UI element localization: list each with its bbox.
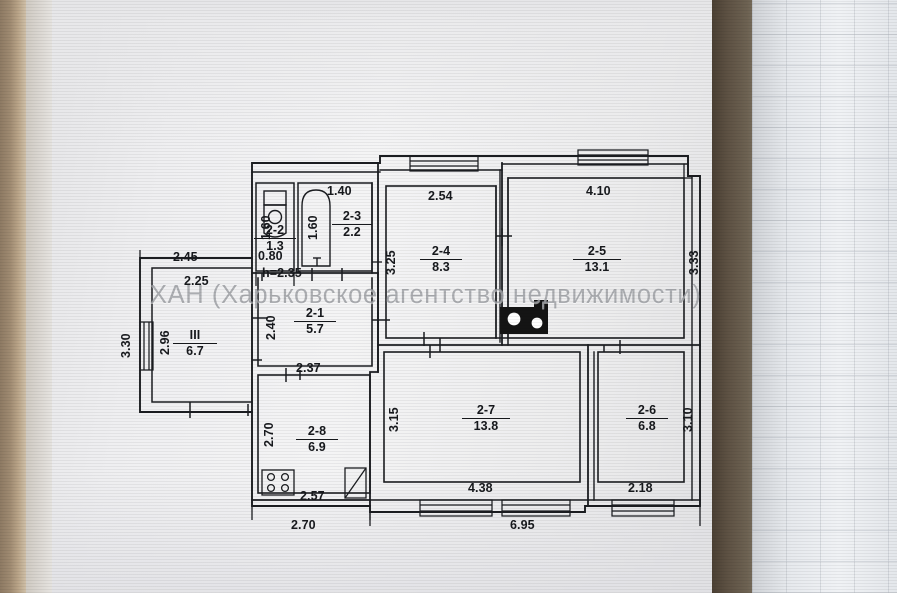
dimension-2-96: 2.96 — [158, 330, 172, 355]
room-number-2-4: 2-4 — [420, 244, 462, 261]
room-label-2-7: 2-7 13.8 — [462, 403, 510, 434]
room-label-2-4: 2-4 8.3 — [420, 244, 462, 275]
room-number-2-2: 2-2 — [254, 223, 296, 240]
room-label-2-8: 2-8 6.9 — [296, 424, 338, 455]
room-label-2-2: 2-2 1.3 — [254, 223, 296, 254]
paper-shading-top — [52, 0, 728, 150]
window-annexe-left — [139, 321, 154, 371]
room-label-2-5: 2-5 13.1 — [573, 244, 621, 275]
hall-walls — [257, 277, 373, 367]
dimension-4-10: 4.10 — [586, 184, 611, 198]
kitchen-stove-fixture — [261, 469, 295, 496]
room-area-2-6: 6.8 — [638, 419, 656, 434]
dimension-2-18: 2.18 — [628, 481, 653, 495]
dimension-2-54: 2.54 — [428, 189, 453, 203]
dimension-2-40: 2.40 — [264, 315, 278, 340]
room-number-2-6: 2-6 — [626, 403, 668, 420]
room-area-2-1: 5.7 — [306, 322, 324, 337]
wc-room — [255, 182, 295, 272]
room-area-2-8: 6.9 — [308, 440, 326, 455]
dimension-3-30: 3.30 — [119, 333, 133, 358]
kitchen-room — [257, 374, 371, 494]
room-area-III: 6.7 — [186, 344, 204, 359]
dimension-ticks — [139, 250, 701, 526]
dimension-2-37: 2.37 — [296, 361, 321, 375]
dimension-2-25: 2.25 — [184, 274, 209, 288]
dimension-3-33: 3.33 — [687, 250, 701, 275]
dimension-1-40: 1.40 — [327, 184, 352, 198]
door-swing — [344, 467, 367, 499]
window-bottom-2-7-a — [419, 499, 493, 517]
room-label-III: III 6.7 — [173, 328, 217, 359]
room-number-2-5: 2-5 — [573, 244, 621, 261]
right-notch-inner — [683, 163, 693, 179]
dimension-2-70-h: 2.70 — [291, 518, 316, 532]
grid-paper-sheet — [752, 0, 897, 593]
room-number-2-7: 2-7 — [462, 403, 510, 420]
dimension-3-15: 3.15 — [387, 407, 401, 432]
dimension-3-10: 3.10 — [681, 407, 695, 432]
room-area-2-2: 1.3 — [266, 239, 284, 254]
window-top-2-5 — [577, 149, 649, 166]
right-notch — [687, 155, 701, 177]
room-number-2-3: 2-3 — [332, 209, 372, 226]
paper-shading-bottom — [52, 470, 728, 593]
page-left-edge — [0, 0, 26, 593]
windows-group — [139, 149, 675, 517]
room-2-6 — [597, 351, 685, 483]
room-area-2-7: 13.8 — [473, 419, 499, 434]
annexe-inner — [151, 267, 253, 403]
room-number-2-8: 2-8 — [296, 424, 338, 441]
bathtub-fixture — [301, 189, 331, 267]
room-number-III: III — [173, 328, 217, 345]
agency-watermark: ХАН (Харьковское агентство недвижимости) — [150, 281, 702, 309]
door-openings-group — [189, 228, 621, 418]
dimension-4-38: 4.38 — [468, 481, 493, 495]
dimension-0-80: 0.80 — [258, 249, 283, 263]
window-bottom-2-7-b — [501, 499, 571, 517]
window-bottom-2-6 — [611, 499, 675, 517]
dimension-2-45: 2.45 — [173, 250, 198, 264]
toilet-fixture — [263, 190, 287, 238]
room-area-2-3: 2.2 — [343, 225, 361, 240]
dimension-6-95: 6.95 — [510, 518, 535, 532]
dimension-2-70-v: 2.70 — [262, 422, 276, 447]
room-label-2-3: 2-3 2.2 — [332, 209, 372, 240]
room-area-2-5: 13.1 — [584, 260, 610, 275]
dimension-3-25: 3.25 — [384, 250, 398, 275]
stove-heater-block — [500, 300, 548, 334]
spine-step — [495, 337, 509, 346]
room-label-2-6: 2-6 6.8 — [626, 403, 668, 434]
room-label-2-1: 2-1 5.7 — [294, 306, 336, 337]
dark-page-gap — [712, 0, 756, 593]
room-area-2-4: 8.3 — [432, 260, 450, 275]
dimension-2-57: 2.57 — [300, 489, 325, 503]
room-2-7 — [383, 351, 581, 483]
room-number-2-1: 2-1 — [294, 306, 336, 323]
dimension-1-60-bath: 1.60 — [306, 215, 320, 240]
dimension-h-2-35: h=2.35 — [262, 266, 302, 280]
window-top-2-4 — [409, 155, 479, 172]
